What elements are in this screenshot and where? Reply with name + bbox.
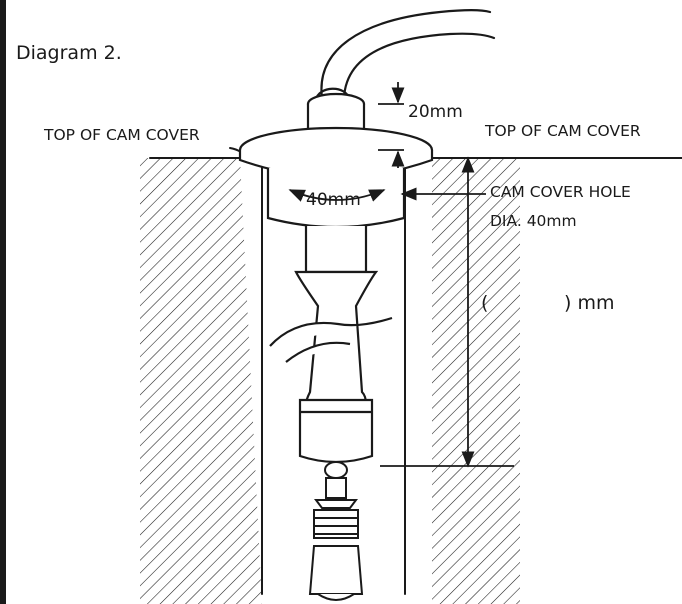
label-depth-close: ) mm bbox=[564, 292, 615, 314]
label-dimension-20mm: 20mm bbox=[408, 102, 463, 122]
label-top-of-cam-cover-left: TOP OF CAM COVER bbox=[44, 126, 200, 144]
label-hole-diameter: DIA. 40mm bbox=[490, 212, 577, 230]
dimension-20mm bbox=[378, 82, 405, 168]
spark-plug bbox=[308, 461, 364, 601]
extension-tube bbox=[269, 226, 393, 464]
label-depth-open: ( bbox=[481, 292, 489, 314]
label-cam-cover-hole: CAM COVER HOLE bbox=[490, 183, 631, 201]
dimension-40mm bbox=[288, 189, 386, 202]
cam-cover-wall-right bbox=[432, 158, 520, 604]
cam-cover-wall-left bbox=[140, 158, 262, 604]
dimension-depth bbox=[380, 156, 514, 468]
label-top-of-cam-cover-right: TOP OF CAM COVER bbox=[485, 122, 641, 140]
diagram-title: Diagram 2. bbox=[16, 42, 122, 64]
page-border-bar bbox=[0, 0, 6, 604]
label-dimension-40mm: 40mm bbox=[306, 190, 361, 210]
cable bbox=[314, 9, 496, 102]
